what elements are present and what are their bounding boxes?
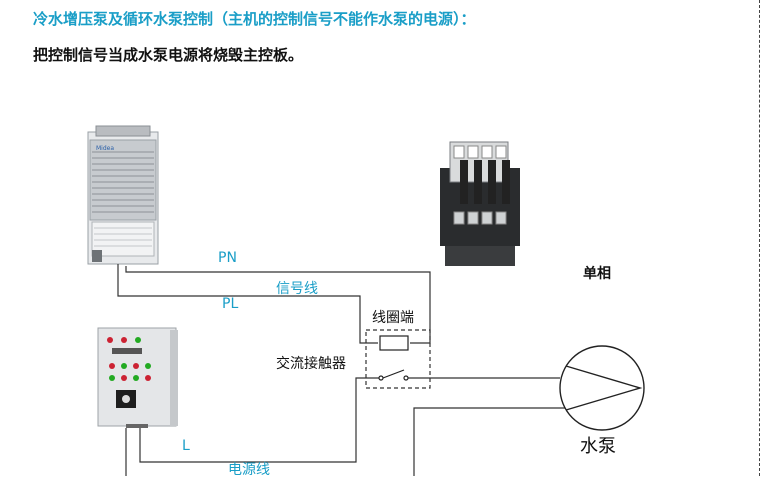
pump-symbol-icon bbox=[559, 345, 645, 431]
diagram-title: 冷水增压泵及循环水泵控制（主机的控制信号不能作水泵的电源）： bbox=[33, 10, 476, 28]
control-cabinet-icon bbox=[97, 327, 178, 428]
switch-contact-icon bbox=[378, 369, 409, 381]
l-label: L bbox=[182, 438, 190, 454]
ac-contactor-icon bbox=[440, 141, 520, 266]
unit-brand-text: Midea bbox=[96, 145, 114, 152]
right-border-line bbox=[759, 0, 760, 476]
coil-symbol-icon bbox=[379, 335, 409, 351]
water-pump-label: 水泵 bbox=[580, 436, 616, 457]
diagram-subtitle: 把控制信号当成水泵电源将烧毁主控板。 bbox=[33, 46, 304, 64]
pn-wire bbox=[125, 266, 431, 296]
coil-terminal-label: 线圈端 bbox=[372, 310, 414, 326]
power-line-label: 电源线 bbox=[228, 462, 270, 478]
pn-label: PN bbox=[218, 250, 237, 266]
chiller-unit-icon bbox=[87, 125, 159, 265]
single-phase-label: 单相 bbox=[583, 266, 611, 282]
contactor-dashed-box bbox=[365, 329, 431, 389]
ac-contactor-label: 交流接触器 bbox=[276, 356, 346, 372]
l-wire bbox=[139, 377, 380, 463]
pl-label: PL bbox=[222, 296, 239, 312]
signal-line-label: 信号线 bbox=[276, 281, 318, 297]
